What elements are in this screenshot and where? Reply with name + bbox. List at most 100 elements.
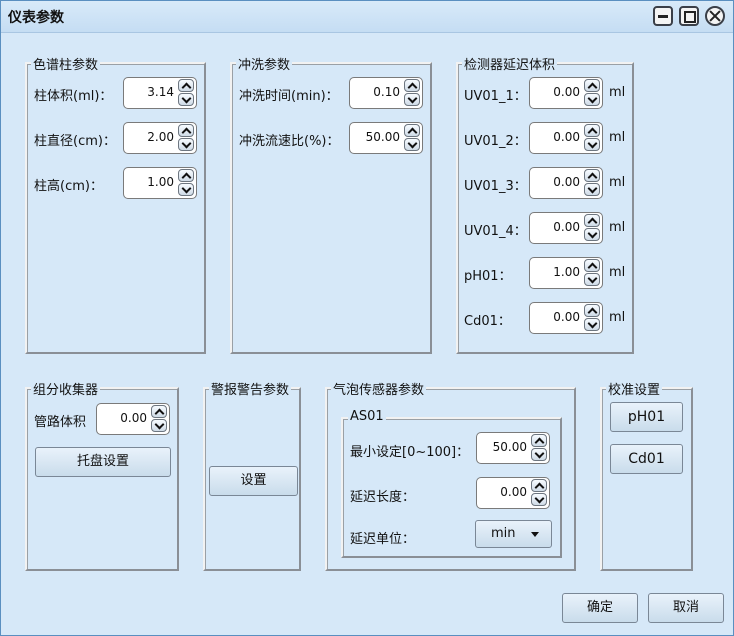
alarm-settings-button[interactable]: 设置 bbox=[209, 466, 298, 496]
spinbox-value: 50.00 bbox=[492, 440, 527, 454]
subgroup-title: AS01 bbox=[348, 409, 386, 424]
spin-up-icon[interactable] bbox=[404, 79, 420, 92]
detector-row-label: UV01_4： bbox=[464, 224, 527, 239]
spinbox-value: 0.00 bbox=[120, 411, 147, 425]
pipe-volume-spinbox[interactable]: 0.00 bbox=[96, 403, 170, 435]
spin-down-icon[interactable] bbox=[531, 448, 547, 461]
spinbox-value: 0.00 bbox=[500, 485, 527, 499]
minimize-button[interactable] bbox=[653, 6, 673, 26]
detector-row-spinbox[interactable]: 0.00 bbox=[529, 212, 603, 244]
unit-label: ml bbox=[609, 220, 626, 235]
column-volume-label: 柱体积(ml)： bbox=[34, 89, 113, 104]
group-title: 色谱柱参数 bbox=[31, 54, 101, 73]
spinbox-value: 0.00 bbox=[553, 85, 580, 99]
bubble-sensor-group: 气泡传感器参数 AS01 最小设定[0~100]： 50.00 延迟长度： 0.… bbox=[325, 379, 576, 571]
group-title: 冲洗参数 bbox=[236, 54, 293, 73]
cd01-calibration-button[interactable]: Cd01 bbox=[610, 444, 683, 474]
ok-button[interactable]: 确定 bbox=[562, 593, 638, 623]
spinbox-value: 50.00 bbox=[365, 130, 400, 144]
spin-down-icon[interactable] bbox=[178, 138, 194, 151]
wash-time-label: 冲洗时间(min)： bbox=[239, 89, 339, 104]
detector-row-label: Cd01： bbox=[464, 314, 511, 329]
spin-down-icon[interactable] bbox=[151, 419, 167, 432]
group-title: 警报警告参数 bbox=[209, 379, 292, 398]
spin-down-icon[interactable] bbox=[584, 318, 600, 331]
min-setting-spinbox[interactable]: 50.00 bbox=[476, 432, 550, 464]
spinbox-value: 3.14 bbox=[147, 85, 174, 99]
fraction-collector-group: 组分收集器 管路体积 0.00 托盘设置 bbox=[25, 379, 179, 571]
detector-delay-group: 检测器延迟体积 UV01_1： 0.00 ml UV01_2： 0.00 ml … bbox=[456, 54, 634, 354]
unit-label: ml bbox=[609, 265, 626, 280]
spinbox-value: 0.00 bbox=[553, 310, 580, 324]
spin-up-icon[interactable] bbox=[178, 124, 194, 137]
wash-params-group: 冲洗参数 冲洗时间(min)： 0.10 冲洗流速比(%)： 50.00 bbox=[230, 54, 432, 354]
detector-row-label: UV01_1： bbox=[464, 89, 527, 104]
spin-down-icon[interactable] bbox=[531, 493, 547, 506]
wash-flow-label: 冲洗流速比(%)： bbox=[239, 134, 340, 149]
wash-time-spinbox[interactable]: 0.10 bbox=[349, 77, 423, 109]
calibration-group: 校准设置 pH01 Cd01 bbox=[600, 379, 693, 571]
group-title: 校准设置 bbox=[606, 379, 663, 398]
group-title: 组分收集器 bbox=[31, 379, 101, 398]
window-title: 仪表参数 bbox=[8, 10, 64, 26]
column-height-spinbox[interactable]: 1.00 bbox=[123, 167, 197, 199]
spin-down-icon[interactable] bbox=[404, 93, 420, 106]
ph01-calibration-button[interactable]: pH01 bbox=[610, 402, 683, 432]
detector-row-spinbox[interactable]: 0.00 bbox=[529, 167, 603, 199]
pipe-volume-label: 管路体积 bbox=[34, 415, 87, 430]
spin-up-icon[interactable] bbox=[584, 124, 600, 137]
spin-up-icon[interactable] bbox=[178, 79, 194, 92]
column-diameter-spinbox[interactable]: 2.00 bbox=[123, 122, 197, 154]
detector-row-label: UV01_2： bbox=[464, 134, 527, 149]
spin-up-icon[interactable] bbox=[584, 304, 600, 317]
tray-settings-button[interactable]: 托盘设置 bbox=[35, 447, 171, 477]
spin-up-icon[interactable] bbox=[531, 479, 547, 492]
spinbox-value: 1.00 bbox=[147, 175, 174, 189]
detector-row-label: pH01： bbox=[464, 269, 512, 284]
detector-row-spinbox[interactable]: 0.00 bbox=[529, 302, 603, 334]
spin-up-icon[interactable] bbox=[531, 434, 547, 447]
column-volume-spinbox[interactable]: 3.14 bbox=[123, 77, 197, 109]
column-params-group: 色谱柱参数 柱体积(ml)： 3.14 柱直径(cm)： 2.00 柱高(cm)… bbox=[25, 54, 206, 354]
spinbox-value: 0.00 bbox=[553, 220, 580, 234]
delay-unit-dropdown[interactable]: min bbox=[475, 520, 552, 548]
spin-up-icon[interactable] bbox=[584, 79, 600, 92]
column-diameter-label: 柱直径(cm)： bbox=[34, 134, 116, 149]
spin-up-icon[interactable] bbox=[584, 169, 600, 182]
detector-row-spinbox[interactable]: 1.00 bbox=[529, 257, 603, 289]
dropdown-value: min bbox=[491, 526, 516, 541]
spin-up-icon[interactable] bbox=[404, 124, 420, 137]
delay-length-label: 延迟长度： bbox=[350, 490, 416, 505]
spin-down-icon[interactable] bbox=[404, 138, 420, 151]
detector-row-label: UV01_3： bbox=[464, 179, 527, 194]
spin-down-icon[interactable] bbox=[178, 93, 194, 106]
spinbox-value: 0.00 bbox=[553, 130, 580, 144]
spin-down-icon[interactable] bbox=[584, 228, 600, 241]
cancel-button[interactable]: 取消 bbox=[648, 593, 724, 623]
spin-down-icon[interactable] bbox=[584, 138, 600, 151]
spin-up-icon[interactable] bbox=[584, 214, 600, 227]
spin-down-icon[interactable] bbox=[584, 183, 600, 196]
group-title: 检测器延迟体积 bbox=[462, 54, 558, 73]
detector-row-spinbox[interactable]: 0.00 bbox=[529, 122, 603, 154]
delay-length-spinbox[interactable]: 0.00 bbox=[476, 477, 550, 509]
maximize-button[interactable] bbox=[679, 6, 699, 26]
unit-label: ml bbox=[609, 85, 626, 100]
spin-up-icon[interactable] bbox=[178, 169, 194, 182]
wash-flow-spinbox[interactable]: 50.00 bbox=[349, 122, 423, 154]
spinbox-value: 1.00 bbox=[553, 265, 580, 279]
delay-unit-label: 延迟单位： bbox=[350, 532, 416, 547]
alarm-params-group: 警报警告参数 设置 bbox=[203, 379, 301, 571]
close-button[interactable] bbox=[705, 6, 725, 26]
spin-up-icon[interactable] bbox=[584, 259, 600, 272]
detector-row-spinbox[interactable]: 0.00 bbox=[529, 77, 603, 109]
spin-down-icon[interactable] bbox=[584, 273, 600, 286]
spinbox-value: 0.10 bbox=[373, 85, 400, 99]
spin-down-icon[interactable] bbox=[584, 93, 600, 106]
title-bar: 仪表参数 bbox=[1, 1, 733, 33]
spinbox-value: 2.00 bbox=[147, 130, 174, 144]
spin-down-icon[interactable] bbox=[178, 183, 194, 196]
spin-up-icon[interactable] bbox=[151, 405, 167, 418]
as01-subgroup: AS01 最小设定[0~100]： 50.00 延迟长度： 0.00 延迟单位：… bbox=[341, 409, 562, 558]
